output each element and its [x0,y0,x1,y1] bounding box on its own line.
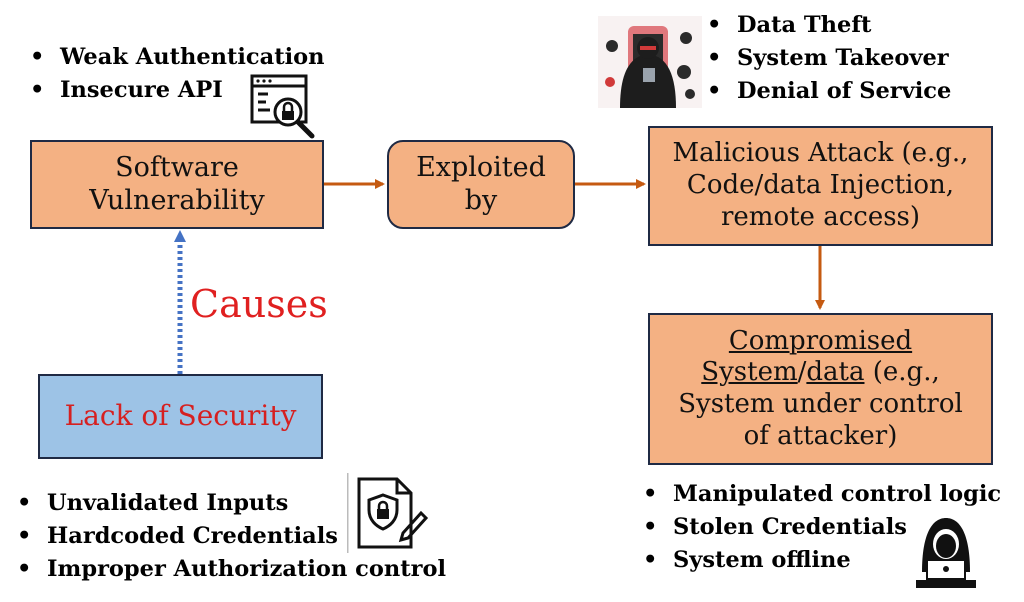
compromised-system-label: Compromised System/data (e.g., System un… [663,326,978,453]
slash-text: / [797,357,807,388]
compromised-underlined: Compromised [728,325,913,356]
causes-label: Causes [190,282,328,326]
bullet-manipulated-control-logic: Manipulated control logic [643,478,1001,511]
bullet-hardcoded-credentials: Hardcoded Credentials [17,520,446,553]
bullet-data-theft: Data Theft [707,9,951,42]
bottom-right-bullets: Manipulated control logic Stolen Credent… [643,478,1001,577]
code-security-icon [250,74,315,139]
bottom-left-bullets: Unvalidated Inputs Hardcoded Credentials… [17,487,446,586]
secure-document-icon [347,473,429,553]
bullet-insecure-api: Insecure API [30,74,325,107]
bullet-unvalidated-inputs: Unvalidated Inputs [17,487,446,520]
top-right-bullets: Data Theft System Takeover Denial of Ser… [707,9,951,108]
hacker-attack-illustration [598,16,702,108]
software-vulnerability-box: Software Vulnerability [30,140,324,229]
top-left-bullets: Weak Authentication Insecure API [30,41,325,107]
bullet-stolen-credentials: Stolen Credentials [643,511,1001,544]
bullet-system-takeover: System Takeover [707,42,951,75]
lack-of-security-box: Lack of Security [38,374,323,459]
bullet-weak-authentication: Weak Authentication [30,41,325,74]
lack-of-security-label: Lack of Security [64,399,297,433]
system-underlined: System [701,357,798,388]
malicious-attack-box: Malicious Attack (e.g., Code/data Inject… [648,126,993,246]
exploited-by-label: Exploited by [416,151,546,216]
malicious-attack-label: Malicious Attack (e.g., Code/data Inject… [672,138,969,232]
bullet-system-offline: System offline [643,544,1001,577]
bullet-improper-authorization: Improper Authorization control [17,553,446,586]
data-underlined: data [806,357,865,388]
software-vulnerability-label: Software Vulnerability [89,151,265,216]
hacker-laptop-icon [916,518,976,588]
bullet-denial-of-service: Denial of Service [707,75,951,108]
compromised-rest: (e.g., System under control of attacker) [678,357,963,451]
exploited-by-box: Exploited by [387,140,575,229]
compromised-system-box: Compromised System/data (e.g., System un… [648,313,993,465]
